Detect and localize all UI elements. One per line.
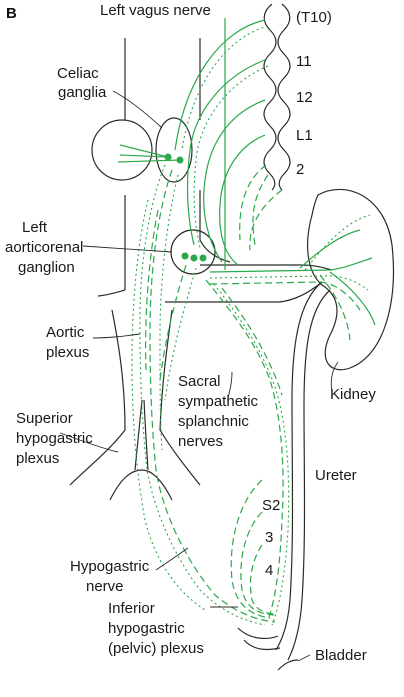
- label-t10: (T10): [296, 9, 332, 26]
- renal-plexus: [209, 214, 376, 341]
- sacral-splanchnic-nerves: [230, 479, 277, 619]
- label-celiac-ganglia-1: Celiac: [57, 65, 99, 82]
- label-aortic-plexus-2: plexus: [46, 344, 89, 361]
- aortic-plexus: [131, 164, 290, 626]
- ureter-line-1: [275, 281, 323, 651]
- label-sacral-2: sympathetic: [178, 393, 259, 410]
- label-ureter: Ureter: [315, 467, 357, 484]
- sympathetic-chain: [263, 3, 291, 191]
- label-hypogastric-1: Hypogastric: [70, 558, 150, 575]
- celiac-ganglion-left: [91, 119, 153, 181]
- label-inferior-3: (pelvic) plexus: [108, 640, 204, 657]
- leader-lines: [59, 90, 339, 662]
- aorticorenal-neurons: [181, 252, 207, 262]
- label-aorticorenal-3: ganglion: [18, 259, 75, 276]
- aorticorenal-ganglion: [170, 229, 216, 275]
- label-aorticorenal-1: Left: [22, 219, 48, 236]
- celiac-ganglion-right: [155, 117, 193, 183]
- label-sacral-4: nerves: [178, 433, 223, 450]
- panel-label: B: [6, 5, 17, 22]
- celiac-neurons: [117, 144, 184, 164]
- label-hypogastric-2: nerve: [86, 578, 124, 595]
- label-t11: 11: [296, 53, 312, 70]
- label-l2: 2: [296, 161, 304, 178]
- label-kidney: Kidney: [330, 386, 376, 403]
- ureter-line-2: [287, 289, 331, 661]
- bladder-outline: [237, 627, 299, 671]
- label-superior-1: Superior: [16, 410, 73, 427]
- label-superior-2: hypogastric: [16, 430, 93, 447]
- label-l1: L1: [296, 127, 313, 144]
- label-superior-3: plexus: [16, 450, 59, 467]
- label-inferior-1: Inferior: [108, 600, 155, 617]
- label-t12: 12: [296, 89, 313, 106]
- label-inferior-2: hypogastric: [108, 620, 185, 637]
- label-s3: 3: [265, 529, 273, 546]
- label-bladder: Bladder: [315, 647, 367, 664]
- aorta-vessels: [69, 38, 333, 501]
- label-sacral-3: splanchnic: [178, 413, 249, 430]
- splanchnic-nerves: [174, 19, 283, 266]
- label-s4: 4: [265, 562, 273, 579]
- label-aortic-plexus-1: Aortic: [46, 324, 85, 341]
- label-sacral-1: Sacral: [178, 373, 221, 390]
- label-s2: S2: [262, 497, 280, 514]
- kidney-outline: [307, 188, 395, 371]
- label-left-vagus-nerve: Left vagus nerve: [100, 2, 211, 19]
- label-celiac-ganglia-2: ganglia: [58, 84, 107, 101]
- label-aorticorenal-2: aorticorenal: [5, 239, 83, 256]
